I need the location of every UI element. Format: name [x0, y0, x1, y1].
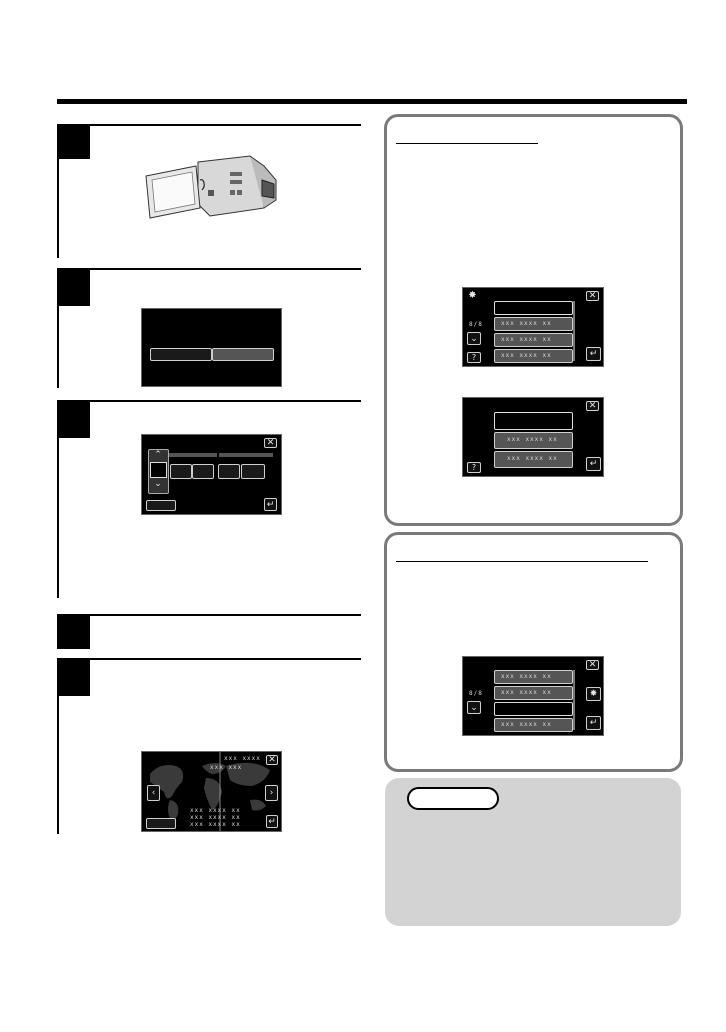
step1-marker: [57, 124, 90, 159]
top-rule: [57, 99, 687, 104]
date-bar-left: [169, 453, 217, 457]
return-icon[interactable]: ↵: [586, 347, 601, 361]
step3-rule: [57, 400, 361, 402]
help-icon[interactable]: ?: [467, 352, 481, 363]
panel-menu-procedure-2: [384, 532, 683, 772]
date-bar-right: [219, 453, 273, 457]
lcd-menu-2: ✕ xxx xxxx xx xxx xxxx xx xxx xxxx xx 8/…: [462, 656, 604, 736]
menu2-highlight-item[interactable]: [494, 702, 573, 716]
map-label-5: xxx xxxx xx: [190, 821, 241, 828]
lcd-submenu: ✕ xxx xxxx xx xxx xxxx xx ? ↵: [462, 397, 604, 477]
menu2-item-2-label: xxx xxxx xx: [501, 689, 552, 696]
step2-marker: [57, 268, 90, 306]
step4-marker: [57, 614, 90, 649]
map-set-button[interactable]: [146, 818, 176, 829]
close-icon[interactable]: ✕: [264, 438, 277, 448]
step3-side-line: [57, 400, 59, 598]
step2-side-line: [57, 268, 59, 388]
note-label: [407, 787, 499, 810]
chevron-down-icon[interactable]: ⌄: [467, 701, 481, 714]
gear-icon[interactable]: ✸: [586, 687, 601, 701]
return-icon[interactable]: ↵: [264, 498, 277, 511]
date-field-3[interactable]: [218, 464, 240, 479]
step4-side-line: [57, 614, 59, 649]
submenu-highlight-item[interactable]: [494, 412, 573, 430]
world-map-illustration: [150, 752, 270, 831]
gear-icon: ✸: [468, 290, 477, 301]
menu2-item-2[interactable]: [494, 686, 573, 700]
menu-item-2-label: xxx xxxx xx: [501, 336, 552, 343]
lcd-step2-left-button[interactable]: [150, 348, 212, 361]
chevron-left-icon[interactable]: ‹: [147, 785, 160, 801]
scrollbar[interactable]: [573, 670, 575, 730]
step5-rule: [57, 658, 361, 660]
step4-rule: [57, 614, 361, 616]
date-field-4[interactable]: [241, 464, 265, 479]
menu2-item-3[interactable]: [494, 718, 573, 732]
close-icon[interactable]: ✕: [586, 291, 599, 301]
submenu-item-1-label: xxx xxxx xx: [507, 436, 558, 443]
lcd-step2: [141, 308, 282, 387]
menu-item-3-label: xxx xxxx xx: [501, 352, 552, 359]
lcd-world-map: xxx xxxx xx xxx xxx ✕ ‹ › xxx xxxx xx xx…: [141, 751, 282, 832]
menu-page-indicator: 8/8: [469, 321, 483, 328]
step1-rule: [57, 124, 361, 126]
menu-item-3[interactable]: [494, 349, 573, 363]
panel1-heading-underline: [396, 143, 538, 144]
map-label-2: xxx xxx: [210, 764, 243, 771]
scrollbar[interactable]: [573, 301, 575, 361]
lcd-menu: ✸ ✕ xxx xxxx xx xxx xxxx xx xxx xxxx xx …: [462, 287, 604, 367]
step2-rule: [57, 268, 361, 270]
return-icon[interactable]: ↵: [586, 457, 601, 471]
return-icon[interactable]: ↵: [586, 716, 601, 730]
date-field-2[interactable]: [192, 464, 214, 479]
panel2-heading-underline: [396, 561, 648, 562]
step5-marker: [57, 658, 90, 696]
chevron-up-icon[interactable]: ⌃: [154, 449, 162, 460]
close-icon[interactable]: ✕: [586, 660, 599, 670]
menu2-item-1[interactable]: [494, 670, 573, 684]
menu-item-1-label: xxx xxxx xx: [501, 320, 552, 327]
submenu-item-1[interactable]: [494, 432, 573, 449]
menu2-page-indicator: 8/8: [469, 690, 483, 697]
submenu-item-2-label: xxx xxxx xx: [507, 455, 558, 462]
menu2-item-3-label: xxx xxxx xx: [501, 721, 552, 728]
date-field-1[interactable]: [170, 464, 192, 479]
chevron-right-icon[interactable]: ›: [265, 785, 278, 801]
date-spinner-value: [150, 462, 167, 478]
close-icon[interactable]: ✕: [266, 755, 278, 765]
step1-side-line: [57, 124, 59, 258]
menu2-item-1-label: xxx xxxx xx: [501, 673, 552, 680]
return-icon[interactable]: ↵: [266, 815, 278, 828]
menu-item-1[interactable]: [494, 317, 573, 331]
help-icon[interactable]: ?: [467, 462, 481, 473]
close-icon[interactable]: ✕: [586, 401, 599, 411]
set-button[interactable]: [146, 500, 176, 511]
map-label-3: xxx xxxx xx: [190, 807, 241, 814]
submenu-item-2[interactable]: [494, 451, 573, 468]
menu-highlight-item[interactable]: [494, 301, 573, 315]
menu-item-2[interactable]: [494, 333, 573, 347]
map-label-1: xxx xxxx xx: [224, 755, 275, 762]
lcd-step2-right-button[interactable]: [212, 348, 274, 361]
lcd-step3: ✕ ⌃ ⌄ ↵: [141, 434, 282, 515]
camcorder-illustration: [145, 155, 277, 219]
step3-marker: [57, 400, 90, 438]
chevron-down-icon[interactable]: ⌄: [154, 478, 162, 489]
map-label-4: xxx xxxx xx: [190, 814, 241, 821]
step5-side-line: [57, 658, 59, 834]
chevron-down-icon[interactable]: ⌄: [467, 332, 481, 345]
